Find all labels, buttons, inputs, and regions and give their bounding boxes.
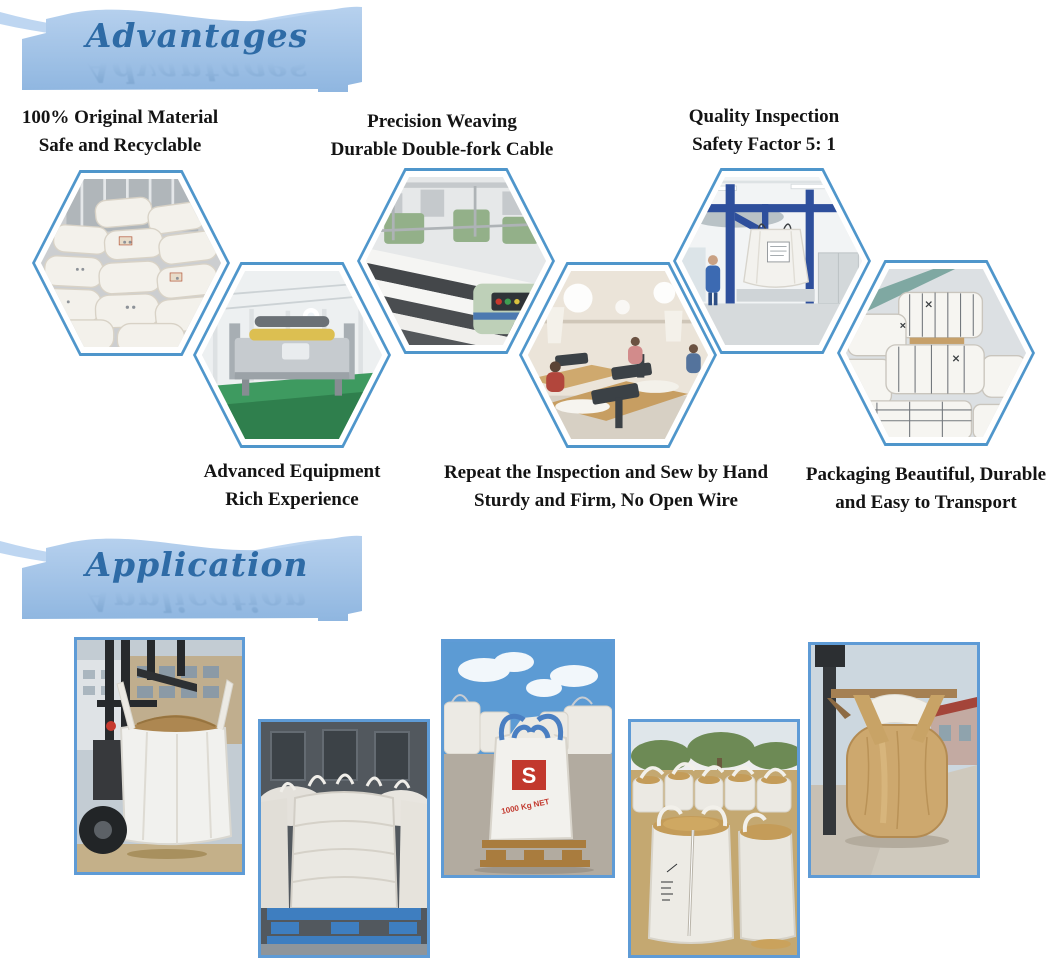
caption-line-2: Safety Factor 5: 1 (692, 134, 836, 155)
application-title: Application (85, 545, 309, 584)
caption-line-2: Rich Experience (225, 489, 359, 510)
hexagon-photo-extrusion-equipment (193, 262, 391, 448)
photo-bags-filled-outdoors (628, 719, 800, 958)
caption-line-1: Packaging Beautiful, Durable (805, 464, 1047, 485)
caption-line-1: Precision Weaving (367, 111, 517, 132)
banner-ribbon-graphic (0, 535, 362, 621)
hexagon-border (193, 262, 391, 448)
caption-original-material: 100% Original Material Safe and Recyclab… (12, 104, 228, 160)
hexagon-border (32, 170, 230, 356)
hexagon-border (837, 260, 1035, 446)
hexagon-photo-weaving-looms (357, 168, 555, 354)
caption-line-2: Safe and Recyclable (38, 135, 202, 156)
hexagon-photo-raw-material (32, 170, 230, 356)
advantages-title-reflection: Advantages (85, 51, 309, 90)
hexagon-border (673, 168, 871, 354)
caption-sew-by-hand: Repeat the Inspection and Sew by Hand St… (426, 459, 786, 515)
photo-forklift-bulk-bag (74, 637, 245, 875)
caption-packaging: Packaging Beautiful, Durable and Easy to… (786, 461, 1059, 517)
photo-bags-on-pallets (258, 719, 430, 958)
photo-brown-bag-hanging (808, 642, 980, 878)
caption-advanced-equipment: Advanced Equipment Rich Experience (172, 458, 412, 514)
caption-line-1: Quality Inspection (688, 106, 840, 127)
photo-s-logo-bag-pallet: S 1000 Kg NET (441, 639, 615, 878)
caption-line-2: Durable Double-fork Cable (330, 139, 554, 160)
caption-precision-weaving: Precision Weaving Durable Double-fork Ca… (312, 108, 572, 164)
caption-line-2: Sturdy and Firm, No Open Wire (474, 490, 738, 511)
hexagon-photo-quality-inspection (673, 168, 871, 354)
caption-line-1: 100% Original Material (21, 107, 219, 128)
hexagon-photo-sewing-workshop (519, 262, 717, 448)
advantages-banner: Advantages Advantages (0, 2, 370, 94)
hexagon-photo-packed-bales (837, 260, 1035, 446)
caption-line-1: Advanced Equipment (203, 461, 381, 482)
caption-quality-inspection: Quality Inspection Safety Factor 5: 1 (644, 103, 884, 159)
application-banner: Application Application (0, 531, 370, 623)
caption-line-2: and Easy to Transport (835, 492, 1017, 513)
banner-ribbon-graphic (0, 6, 362, 92)
caption-line-1: Repeat the Inspection and Sew by Hand (443, 462, 769, 483)
bag-logo-letter: S (522, 763, 537, 788)
advantages-title: Advantages (85, 16, 309, 55)
application-title-reflection: Application (85, 580, 309, 619)
